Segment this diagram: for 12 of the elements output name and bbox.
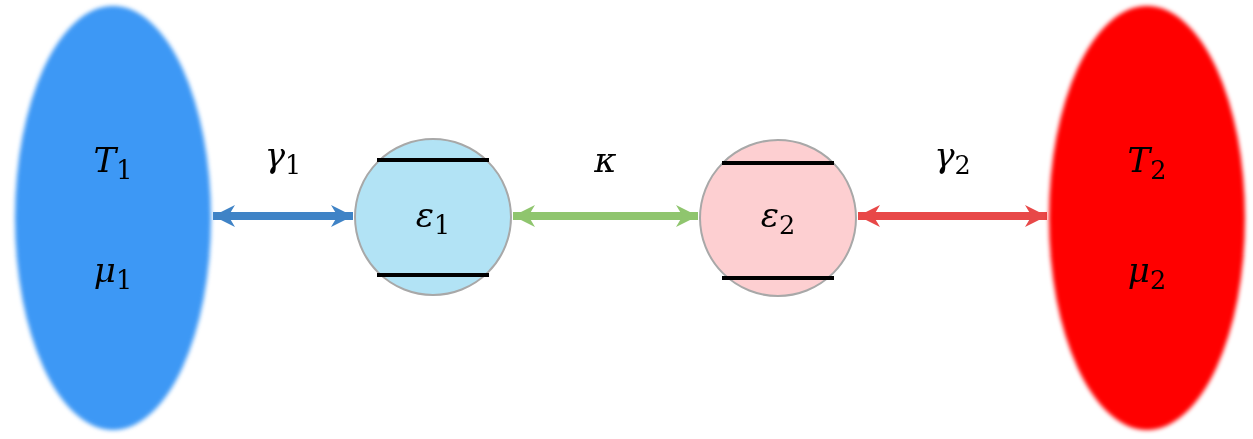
edge-label: γ$_{1}$ [264,134,302,183]
edge-label: κ [594,140,617,180]
math-symbol-label: T$_{1}$ [93,139,133,188]
math-symbol-label: T$_{2}$ [1127,139,1167,188]
double-arrow [513,205,698,227]
edge-label: γ$_{2}$ [934,134,971,183]
math-symbol-label: μ$_{2}$ [1127,249,1167,298]
double-arrow [213,205,353,227]
double-arrow [858,205,1047,227]
math-symbol-label: μ$_{1}$ [93,249,133,298]
math-symbol-label: ε$_{2}$ [760,194,796,243]
math-symbol-label: ε$_{1}$ [415,194,451,243]
